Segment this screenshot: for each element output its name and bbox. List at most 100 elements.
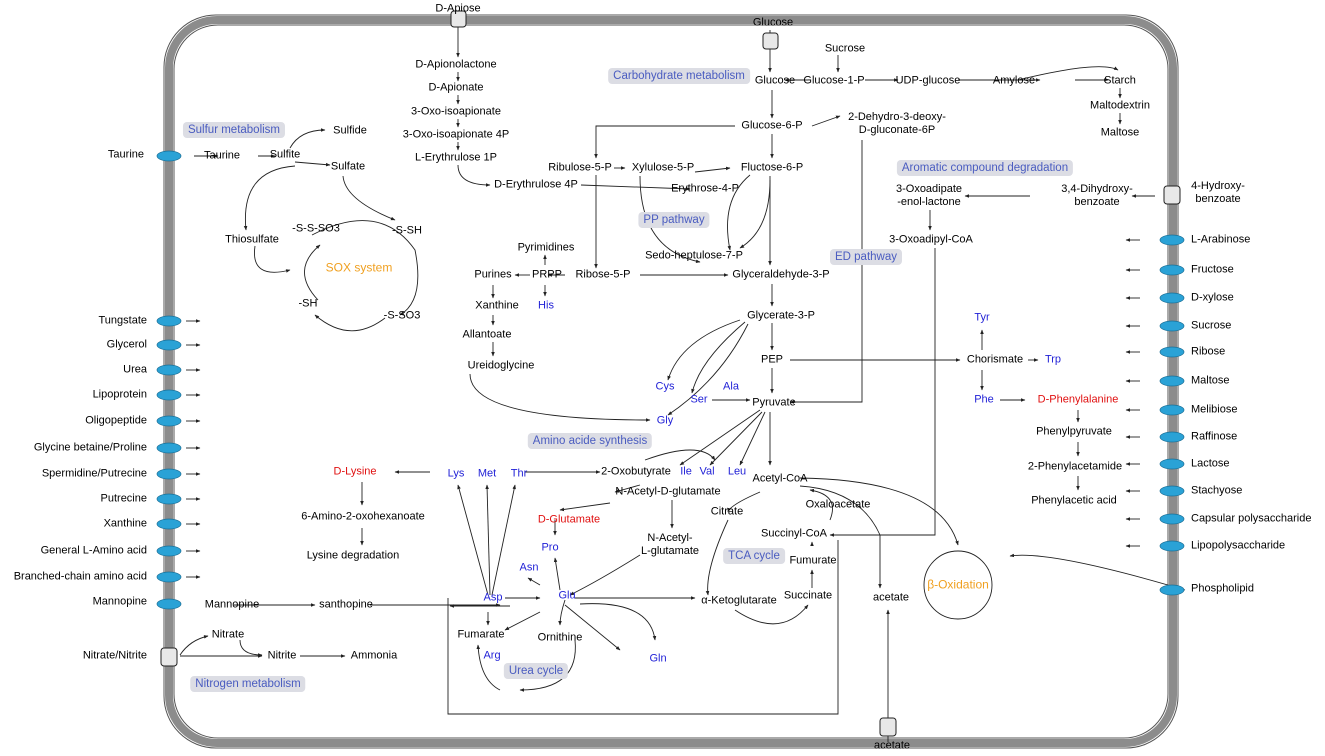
m-fumurate-tca: Fumurate — [789, 554, 837, 567]
ext-right-9: Stachyose — [1191, 484, 1243, 497]
m-phe: Phe — [974, 393, 994, 406]
m-sso3b: -S-SO3 — [383, 309, 421, 322]
m-ornithine: Ornithine — [537, 631, 583, 644]
m-sulfite: Sulfite — [269, 148, 301, 161]
m-sedoheptulose: Sedo-heptulose-7-P — [645, 249, 743, 262]
m-acetylcoa: Acetyl-CoA — [752, 472, 808, 485]
m-dihydroxybenzoate: 3,4-Dihydroxy- benzoate — [1061, 183, 1133, 208]
ext-right-8: Lactose — [1191, 457, 1230, 470]
m-glucose: Glucose — [754, 74, 796, 87]
m-pro: Pro — [541, 541, 559, 554]
m-thiosulfate: Thiosulfate — [225, 233, 279, 246]
ext-right-3: Sucrose — [1191, 319, 1232, 332]
ext-left-4: Oligopeptide — [85, 414, 147, 427]
tag-carbohydrate-metabolism: Carbohydrate metabolism — [608, 68, 750, 84]
m-arg: Arg — [483, 649, 501, 662]
m-nitrite: Nitrite — [267, 649, 297, 662]
m-gly: Gly — [656, 414, 674, 427]
ext-left-7: Putrecine — [100, 492, 147, 505]
tag-amino-acid-synthesis: Amino acide synthesis — [527, 433, 653, 449]
ext-left-0: Tungstate — [98, 314, 147, 327]
ext-glucose: Glucose — [752, 16, 794, 29]
tag-urea-cycle: Urea cycle — [503, 663, 569, 679]
m-erythrose4p: Erythrose-4-P — [671, 182, 739, 195]
m-nitrate: Nitrate — [211, 628, 245, 641]
m-xylulose5p: Xylulose-5-P — [631, 161, 695, 174]
m-oxobutyrate: 2-Oxobutyrate — [601, 465, 671, 478]
m-ile: Ile — [680, 465, 692, 478]
acetate-channel — [879, 717, 897, 737]
m-sucrose: Sucrose — [824, 42, 866, 55]
beta-oxidation-label: β-Oxidation — [927, 577, 989, 592]
m-xanthine: Xanthine — [475, 299, 519, 312]
ext-left-5: Glycine betaine/Proline — [33, 441, 147, 454]
m-ssh: -S-SH — [392, 224, 422, 237]
ext-hydroxybenzoate: 4-Hydroxy- benzoate — [1191, 180, 1245, 205]
ext-left-1: Glycerol — [106, 338, 147, 351]
m-acetate-in: acetate — [872, 591, 910, 604]
m-apionate: D-Apionate — [428, 81, 484, 94]
m-d-lysine: D-Lysine — [333, 465, 377, 478]
ext-left-3: Lipoprotein — [92, 388, 147, 401]
m-n-acetyl-d-glutamate: N-Acetyl-D-glutamate — [615, 485, 721, 498]
m-val: Val — [699, 465, 715, 478]
m-pyruvate: Pyruvate — [752, 396, 796, 409]
m-chorismate: Chorismate — [966, 353, 1024, 366]
m-glycerate3p: Glycerate-3-P — [747, 309, 815, 322]
tag-aromatic-degradation: Aromatic compound degradation — [896, 160, 1074, 176]
m-sulfide: Sulfide — [333, 124, 367, 137]
sox-system-label: SOX system — [325, 260, 393, 275]
tag-tca-cycle: TCA cycle — [723, 548, 785, 564]
m-fumarate-urea: Fumarate — [457, 628, 505, 641]
nitrate-channel — [160, 647, 178, 667]
m-phenylacetamide: 2-Phenylacetamide — [1027, 460, 1123, 473]
m-amylose: Amylose — [992, 74, 1036, 87]
apiose-channel — [450, 10, 467, 28]
m-pep: PEP — [760, 353, 784, 366]
m-fructose6p: Fluctose-6-P — [740, 161, 804, 174]
m-ribose5p: Ribose-5-P — [575, 268, 631, 281]
m-aminooxohexanoate: 6-Amino-2-oxohexanoate — [301, 510, 425, 523]
m-oxaloacetate: Oxaloacetate — [805, 498, 871, 511]
m-glucose6p: Glucose-6-P — [741, 119, 803, 132]
ext-left-8: Xanthine — [103, 517, 147, 530]
tag-nitrogen-metabolism: Nitrogen metabolism — [190, 676, 306, 692]
m-met: Met — [477, 467, 497, 480]
m-mannopine: Mannopine — [204, 598, 260, 611]
m-maltose: Maltose — [1100, 126, 1140, 139]
m-oxoadipate-lactone: 3-Oxoadipate -enol-lactone — [895, 183, 963, 208]
m-sulfate: Sulfate — [330, 160, 366, 173]
ext-right-1: Fructose — [1191, 263, 1234, 276]
ext-right-11: Lipopolysaccharide — [1191, 539, 1286, 552]
m-tyr: Tyr — [974, 311, 990, 324]
m-erythrulose1p: L-Erythrulose 1P — [415, 151, 497, 164]
m-asn: Asn — [519, 561, 539, 574]
m-lys: Lys — [447, 467, 465, 480]
beta-oxidation-circle — [923, 550, 993, 620]
m-succinyl-coa: Succinyl-CoA — [760, 527, 828, 540]
m-glu: Glu — [558, 589, 576, 602]
m-oxoadipyl-coa: 3-Oxoadipyl-CoA — [889, 233, 973, 246]
tag-ed-pathway: ED pathway — [829, 249, 903, 265]
m-cys: Cys — [655, 380, 675, 393]
m-phenylacetic-acid: Phenylacetic acid — [1031, 494, 1117, 507]
m-alpha-ketoglutarate: α-Ketoglutarate — [701, 594, 777, 607]
m-ammonia: Ammonia — [350, 649, 398, 662]
ext-right-10: Capsular polysaccharide — [1191, 512, 1312, 525]
m-pyrimidines: Pyrimidines — [517, 241, 575, 254]
m-succinate: Succinate — [783, 589, 833, 602]
ext-right-7: Raffinose — [1191, 430, 1238, 443]
ext-right-6: Melibiose — [1191, 403, 1238, 416]
ext-taurine: Taurine — [107, 148, 144, 161]
m-erythrulose4p: D-Erythrulose 4P — [494, 178, 578, 191]
m-purines: Purines — [474, 268, 512, 281]
ext-left-10: Branched-chain amino acid — [13, 570, 147, 583]
m-starch: Starch — [1104, 74, 1136, 87]
ext-left-11: Mannopine — [92, 595, 147, 608]
m-taurine: Taurine — [203, 149, 241, 162]
m-prpp: PRPP — [532, 268, 562, 281]
m-maltodextrin: Maltodextrin — [1090, 99, 1150, 112]
m-d-phenylalanine: D-Phenylalanine — [1037, 393, 1119, 406]
